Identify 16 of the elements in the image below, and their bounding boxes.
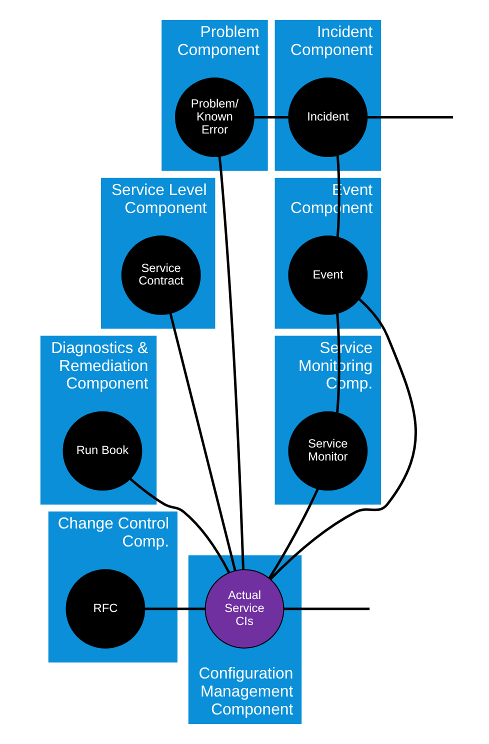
node-circle: Service Monitor — [288, 411, 368, 491]
node-circle: RFC — [65, 569, 145, 649]
connector — [254, 116, 288, 119]
connector — [283, 608, 370, 610]
node-circle: Service Contract — [120, 235, 200, 315]
node-circle: Event — [288, 235, 368, 315]
node-circle: Incident — [288, 78, 368, 157]
node-circle: Run Book — [62, 411, 142, 491]
connector — [269, 298, 416, 580]
node-circle: Actual Service CIs — [204, 569, 284, 649]
connector — [129, 478, 230, 574]
node-circle: Problem/ Known Error — [174, 78, 254, 157]
connector — [366, 116, 452, 119]
connector — [336, 313, 340, 413]
connector — [336, 156, 340, 238]
connector — [144, 608, 205, 610]
